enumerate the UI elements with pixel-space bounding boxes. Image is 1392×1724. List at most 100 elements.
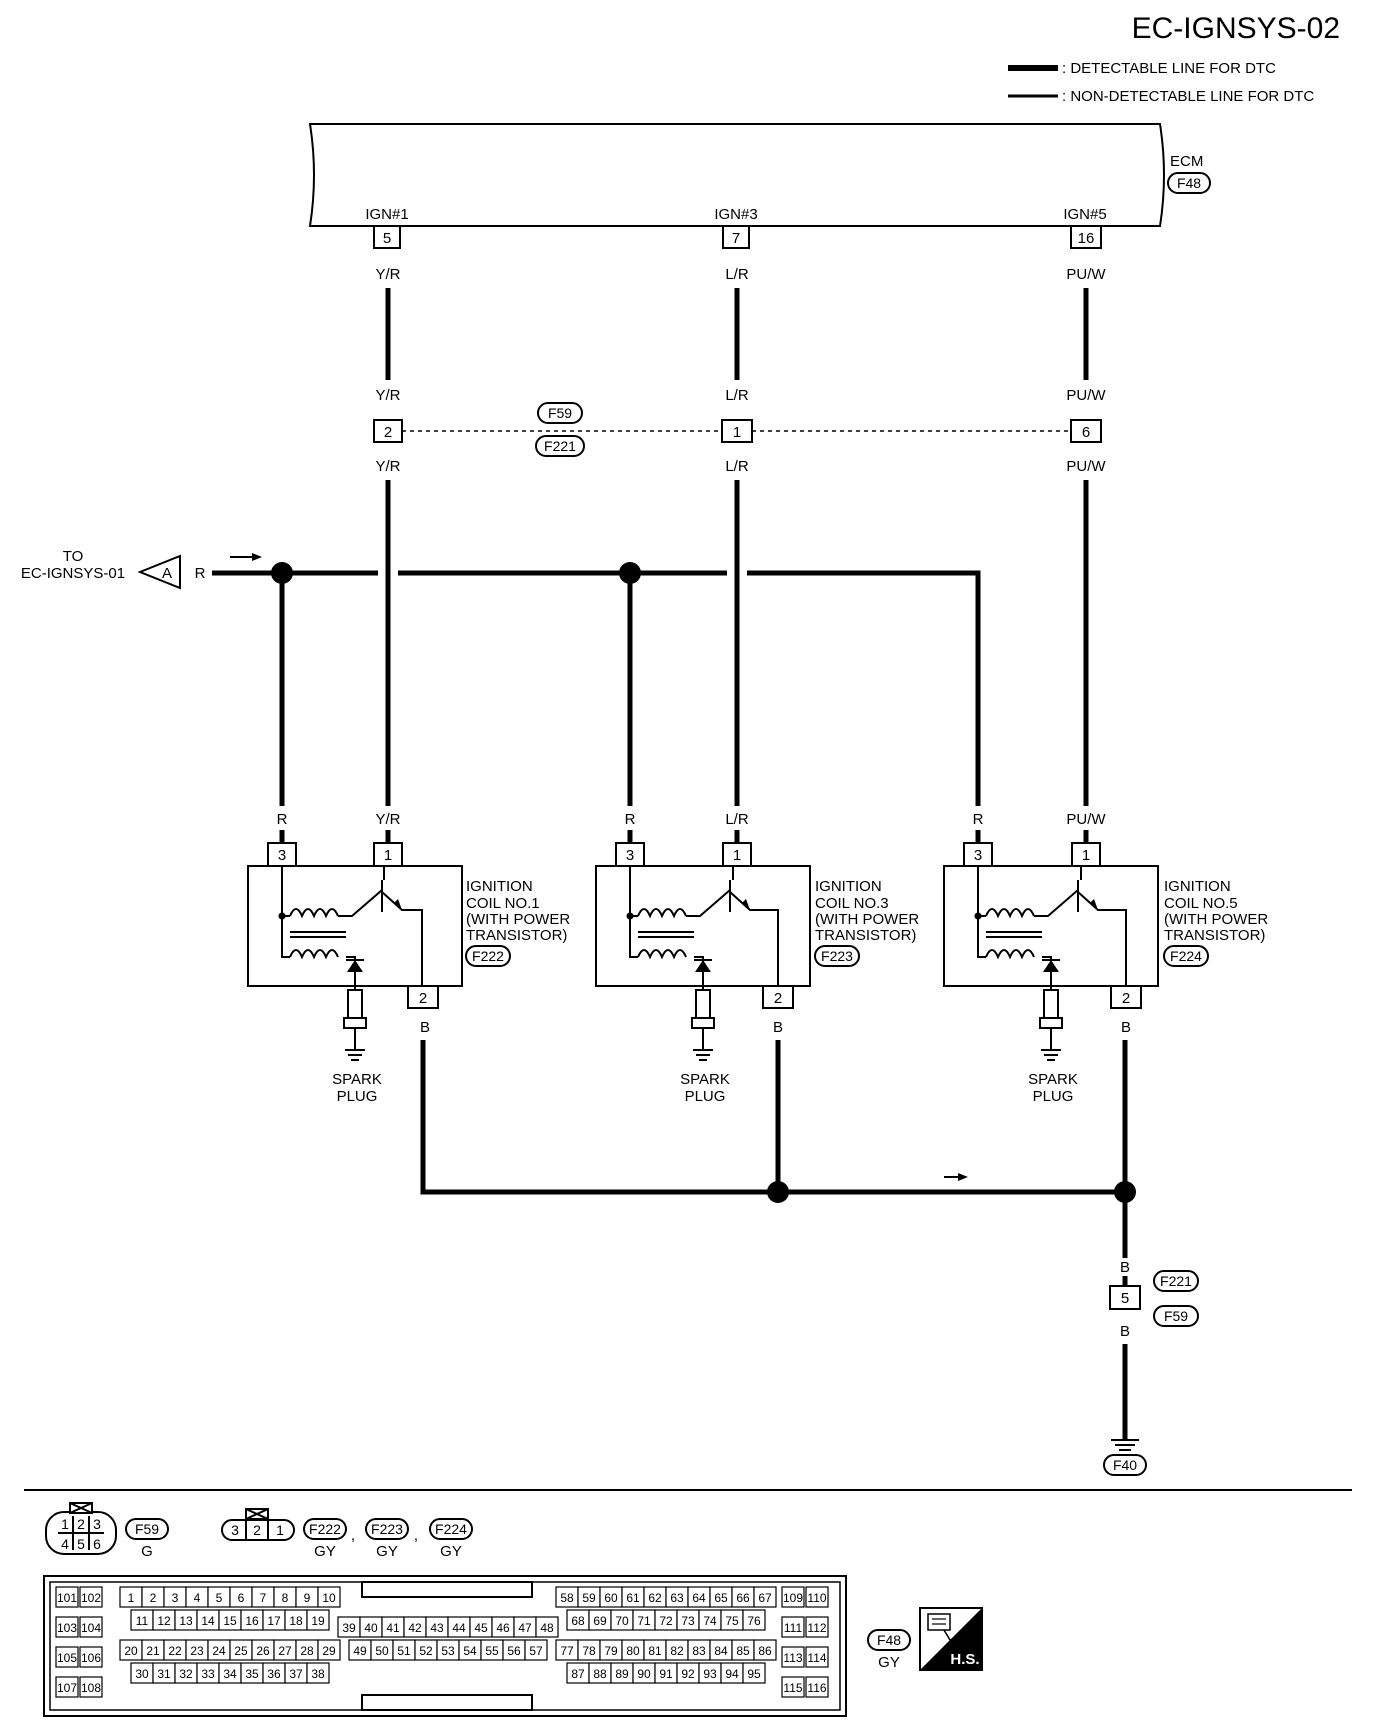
ecm-pin-number: 104 [81, 1621, 101, 1635]
coil-primary-winding [289, 908, 339, 919]
ecm-pin-box [1070, 225, 1102, 249]
coil-view-tag [365, 1518, 409, 1540]
wire-color-label: R [625, 811, 636, 828]
coil-view-tag [303, 1518, 347, 1540]
inline-connector-id-a: F59 [548, 405, 572, 421]
wire-color-label: B [773, 1019, 783, 1036]
inline-pin-box [373, 419, 403, 443]
coil-face-pin: 1 [276, 1522, 284, 1538]
splice-dot [271, 562, 293, 584]
f59-pin: 2 [77, 1516, 85, 1532]
wire-color-label: PU/W [1066, 458, 1106, 475]
list-separator: , [414, 1527, 418, 1544]
f59-view-color: G [141, 1543, 153, 1560]
ecm-pin-number: 2 [150, 1591, 157, 1605]
ecm-pin-number: 19 [311, 1614, 325, 1628]
hs-harness-side-icon: H.S. [919, 1607, 983, 1671]
ecm-pin-number: 70 [615, 1614, 629, 1628]
ecm-pin-cell [535, 1616, 559, 1638]
ecm-pin-number: 103 [57, 1621, 77, 1635]
ecm-pin-group-1: IGN#1 5 Y/R [365, 206, 408, 283]
ecm-pin-cell [79, 1676, 103, 1698]
power-transistor [338, 880, 423, 986]
f59-pin: 4 [61, 1536, 69, 1552]
coil-secondary-winding [637, 949, 687, 960]
splice-dot [619, 562, 641, 584]
source-tag: A [162, 565, 172, 582]
ground-point-tag [1103, 1454, 1147, 1476]
ecm-pin-cell [524, 1639, 548, 1661]
coil-label: TRANSISTOR) [815, 927, 916, 944]
ground-connector-tag-b [1153, 1305, 1199, 1327]
legend-detectable: : DETECTABLE LINE FOR DTC [1062, 60, 1276, 77]
ecm-pin-number: 65 [714, 1591, 728, 1605]
spark-plug-icon [343, 989, 367, 1061]
coil-view-tag [429, 1518, 473, 1540]
ecm-pin-cell [306, 1662, 330, 1684]
spark-plug-label: PLUG [685, 1088, 726, 1105]
power-bus-wire [212, 570, 981, 806]
spark-plug-icon [1039, 989, 1063, 1061]
ecm-pin-number: 67 [758, 1591, 772, 1605]
coil-label: (WITH POWER [815, 911, 919, 928]
wire-color-label: Y/R [375, 387, 400, 404]
ecm-pin-cell [742, 1609, 766, 1631]
ecm-pin-number: 5 [216, 1591, 223, 1605]
ecm-pin-number: 16 [1078, 230, 1095, 247]
source-off-page-arrow [137, 554, 181, 590]
coil-output-wire [1042, 956, 1052, 990]
coil-face-pin: 3 [231, 1522, 239, 1538]
coil-pin-number: 3 [974, 847, 982, 864]
ecm-pin-number: 39 [342, 1621, 356, 1635]
spark-plug-label: SPARK [1028, 1071, 1078, 1088]
ground-point-id: F40 [1113, 1457, 1137, 1473]
ecm-pin-group-3: IGN#3 7 L/R [714, 206, 757, 283]
ecm-pin-number: 58 [560, 1591, 574, 1605]
ecm-pin-number: 69 [593, 1614, 607, 1628]
ecm-pin-number: 9 [304, 1591, 311, 1605]
coil-view-id: F224 [435, 1521, 467, 1537]
ecm-pin-cell [79, 1586, 103, 1608]
ecm-pin-number: 87 [571, 1667, 585, 1681]
ecm-pin-number: 76 [747, 1614, 761, 1628]
ecm-pin-number: 23 [190, 1644, 204, 1658]
ecm-pin-number: 7 [732, 230, 740, 247]
ecm-pin-number: 105 [57, 1651, 77, 1665]
ecm-pin-number: 94 [725, 1667, 739, 1681]
ecm-pin-number: 116 [807, 1681, 826, 1695]
wire-color-label: Y/R [375, 266, 400, 283]
ecm-view-tag [867, 1629, 911, 1651]
f59-view-tag [125, 1518, 169, 1540]
ecm-pin-number: 111 [784, 1621, 803, 1635]
hs-label: H.S. [950, 1651, 979, 1668]
coil-label: (WITH POWER [466, 911, 570, 928]
ecm-pin-number: 74 [703, 1614, 717, 1628]
ecm-pin-number: 31 [157, 1667, 171, 1681]
diode-icon [695, 960, 711, 972]
ecm-pin-number: 93 [703, 1667, 717, 1681]
ecm-pin-number: 47 [518, 1621, 532, 1635]
ecm-lock-tab-top [361, 1581, 533, 1598]
ecm-pin-name: IGN#1 [365, 206, 408, 223]
ecm-pin-number: 75 [725, 1614, 739, 1628]
ecm-label: ECM [1170, 153, 1203, 170]
spark-plug-icon [691, 989, 715, 1061]
inline-pin-number: 2 [384, 424, 392, 441]
ecm-pin-number: 3 [172, 1591, 179, 1605]
ecm-pin-name: IGN#3 [714, 206, 757, 223]
coil-connector-id: F222 [472, 948, 504, 964]
ecm-pin-number: 85 [736, 1644, 750, 1658]
ecm-pin-number: 1 [128, 1591, 135, 1605]
list-separator: , [351, 1527, 355, 1544]
coil-primary-winding [985, 908, 1035, 919]
ecm-pin-number: 64 [692, 1591, 706, 1605]
spark-plug-label: SPARK [680, 1071, 730, 1088]
ground-inline-pin: 5 [1121, 1290, 1129, 1307]
coil-label: IGNITION [1164, 878, 1231, 895]
wire-color-label: Y/R [375, 811, 400, 828]
ecm-pin-number: 102 [81, 1591, 101, 1605]
ecm-pin-cell [805, 1646, 829, 1668]
ecm-pin-number: 30 [135, 1667, 149, 1681]
coil-connector-face: 3 2 1 [221, 1508, 295, 1541]
ecm-pin-number: 14 [201, 1614, 215, 1628]
